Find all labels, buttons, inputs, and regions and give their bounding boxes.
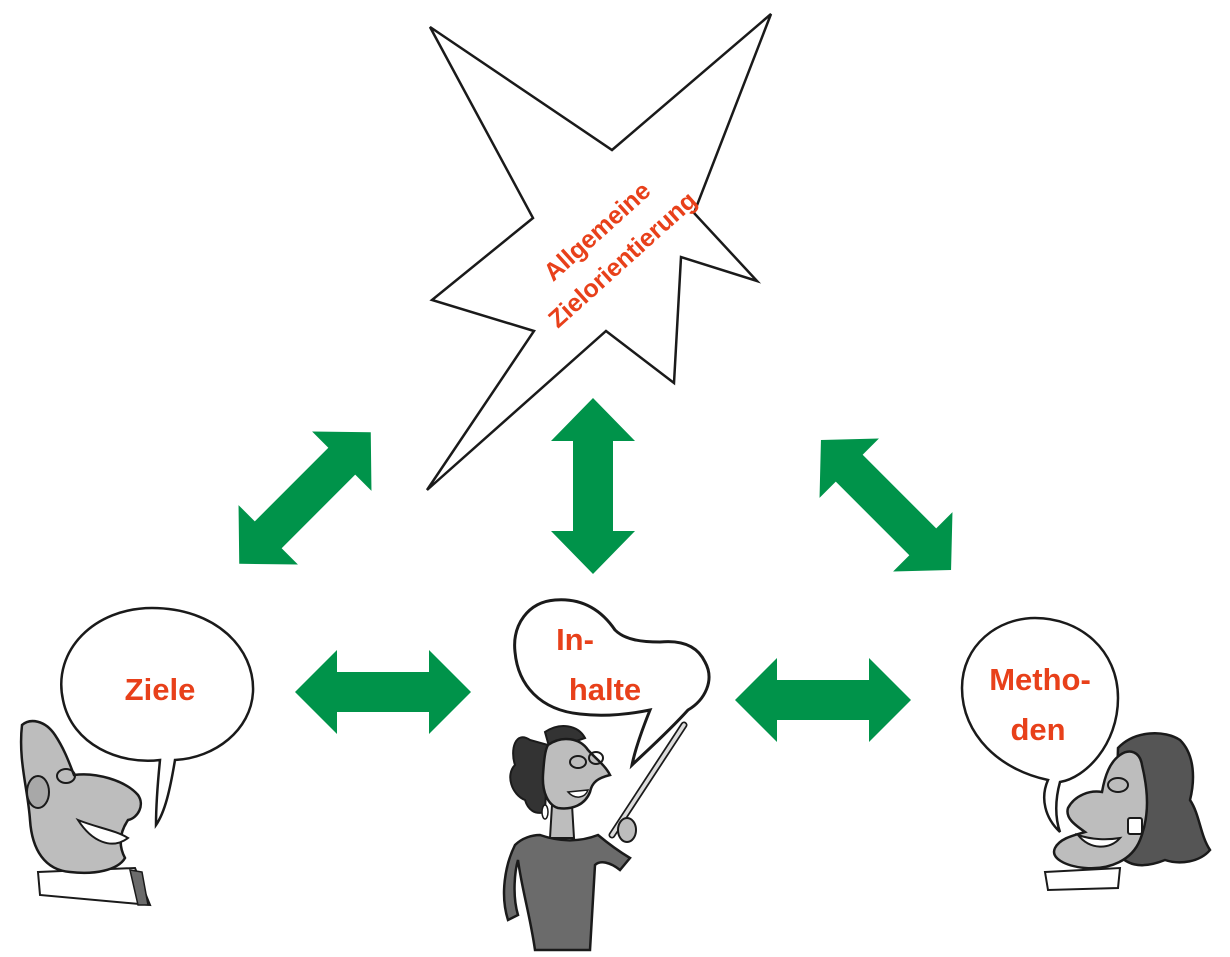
zielorientierung-star: Allgemeine Zielorientierung	[425, 13, 773, 491]
inhalte-label-line2: halte	[569, 672, 641, 707]
speech-bubble-icon	[60, 606, 255, 830]
methoden-label-line1: Metho-	[989, 662, 1091, 697]
inhalte-label-line1: In-	[556, 622, 594, 657]
ziele-node: Ziele	[19, 606, 255, 907]
double-arrow-icon	[551, 398, 635, 574]
burst-star-icon	[425, 13, 773, 491]
cartoon-person-icon	[502, 721, 688, 952]
ziele-label: Ziele	[125, 672, 196, 707]
double-arrow-icon	[295, 650, 471, 734]
cartoon-person-icon	[1043, 732, 1212, 892]
double-arrow-icon	[819, 438, 953, 572]
double-arrow-icon	[735, 658, 911, 742]
speech-bubble-icon	[960, 616, 1120, 833]
methoden-node: Metho- den	[960, 616, 1212, 892]
cartoon-person-icon	[19, 719, 152, 907]
connection-arrows	[238, 398, 953, 742]
methoden-label-line2: den	[1010, 712, 1065, 747]
double-arrow-icon	[238, 431, 372, 565]
inhalte-node: In- halte	[502, 598, 711, 952]
speech-bubble-icon	[513, 598, 711, 770]
